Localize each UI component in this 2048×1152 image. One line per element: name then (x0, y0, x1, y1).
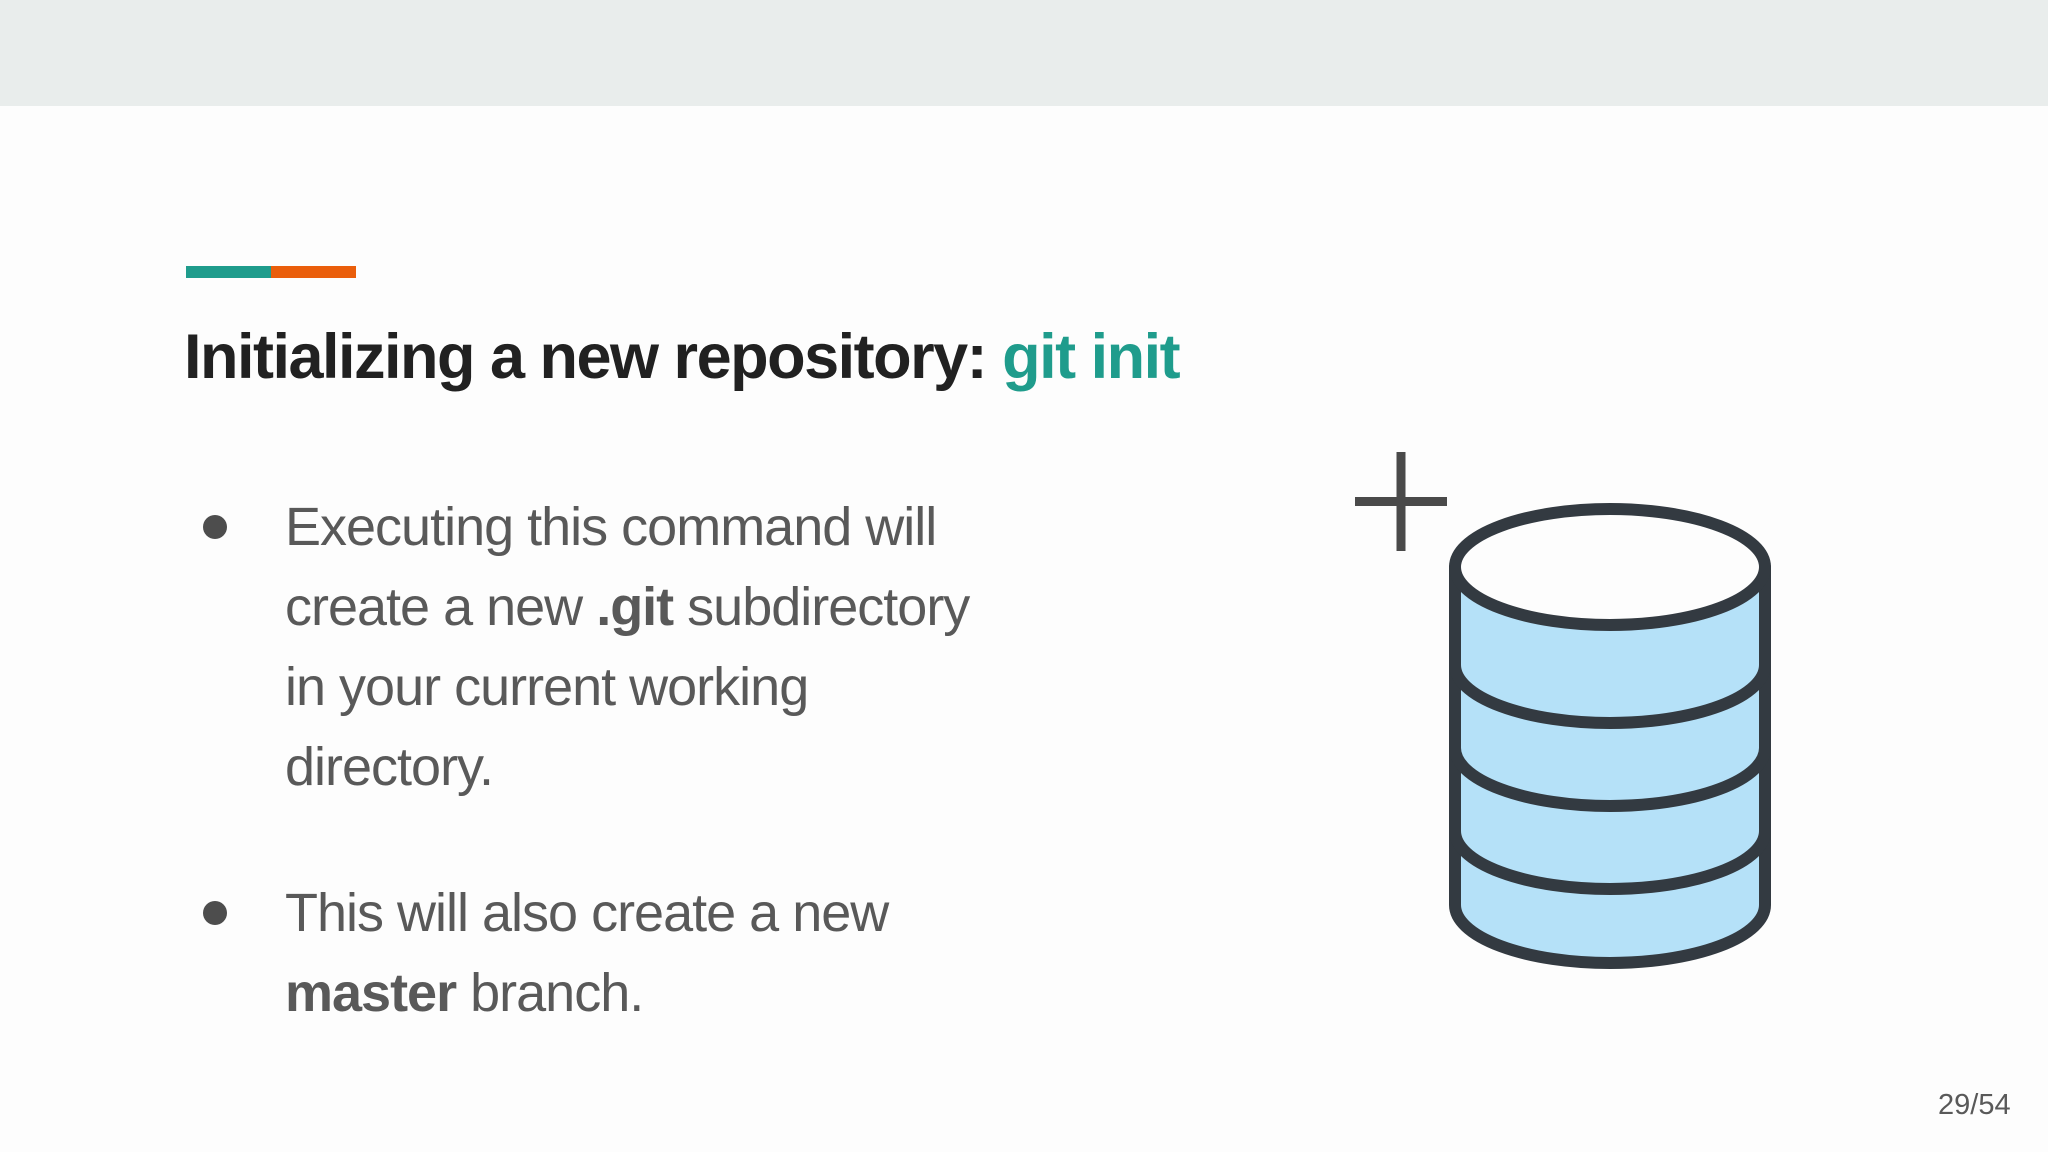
accent-bar-teal (186, 266, 271, 278)
text-segment: in your current working (285, 657, 809, 717)
bullet-item-1: Executing this command will create a new… (192, 487, 1152, 807)
plus-icon (1355, 452, 1447, 551)
text-segment: create a new (285, 577, 597, 637)
database-cylinder (1449, 503, 1771, 969)
text-segment: This will also create a new (285, 883, 889, 943)
bullet-text-line: This will also create a new (285, 873, 1152, 953)
bullet-item-2: This will also create a new master branc… (192, 873, 1152, 1033)
database-add-icon-svg (1355, 452, 1771, 969)
bullet-list: Executing this command will create a new… (192, 487, 1152, 1099)
bullet-dot (203, 901, 227, 925)
page-title-command: git init (1002, 322, 1180, 392)
page-indicator: 29/54 (1938, 1089, 2011, 1121)
text-segment: Executing this command will (285, 497, 937, 557)
page-title-main: Initializing a new repository: (184, 322, 1003, 392)
accent-bar-orange (271, 266, 356, 278)
bullet-text-line: Executing this command will (285, 487, 1152, 567)
top-gray-bar (0, 0, 2048, 106)
accent-bar (186, 266, 356, 278)
text-segment-bold: master (285, 963, 457, 1023)
text-segment: branch. (456, 963, 644, 1023)
text-segment-bold: .git (596, 577, 674, 637)
bullet-dot (203, 515, 227, 539)
bullet-text-line: directory. (285, 727, 1152, 807)
bullet-text-line: create a new .git subdirectory (285, 567, 1152, 647)
text-segment: subdirectory (673, 577, 970, 637)
database-add-icon (1340, 440, 1800, 985)
page-title: Initializing a new repository: git init (184, 326, 1181, 389)
bullet-text-line: master branch. (285, 953, 1152, 1033)
text-segment: directory. (285, 737, 494, 797)
bullet-text-line: in your current working (285, 647, 1152, 727)
